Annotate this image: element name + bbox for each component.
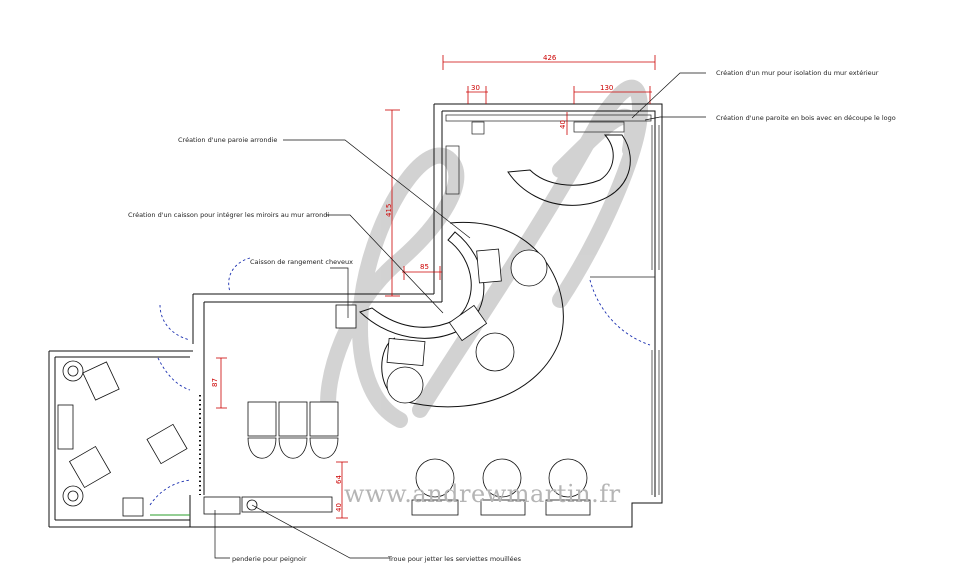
walls <box>48 103 663 528</box>
dim-height-64: 64 <box>335 475 343 484</box>
rounded-partition-top <box>507 134 631 206</box>
circular-area <box>381 221 564 408</box>
label-hair-storage: Caisson de rangement cheveux <box>250 258 353 266</box>
dim-small-30: 30 <box>471 84 480 92</box>
label-rounded-partition: Création d'une paroie arrondie <box>178 136 277 144</box>
label-wall-insulation: Création d'un mur pour isolation du mur … <box>716 69 879 77</box>
rounded-partition-corridor <box>359 231 485 339</box>
label-mirror-box: Création d'un caisson pour intégrer les … <box>128 211 329 219</box>
furniture <box>57 248 591 517</box>
label-towel-hole: Troue pour jetter les serviettes mouillé… <box>387 555 522 563</box>
dim-height-40-bottom: 40 <box>335 503 343 512</box>
label-hair-storage-text: Caisson de rangement cheveux <box>250 258 353 266</box>
dim-height-87: 87 <box>211 378 219 387</box>
watermark-text: www.andrewmartin.fr <box>344 480 621 508</box>
dim-top-width: 426 <box>543 54 557 62</box>
dim-right-130: 130 <box>600 84 613 92</box>
dim-width-85: 85 <box>420 263 429 271</box>
dimension-lines: 426 30 130 40 415 85 87 64 4 <box>211 54 656 519</box>
leader-lines <box>214 72 706 559</box>
dim-vertical-40: 40 <box>559 120 567 129</box>
doors <box>149 257 651 516</box>
dim-height-415: 415 <box>385 204 393 217</box>
label-coat-rack: penderie pour peignoir <box>232 555 307 563</box>
label-wood-partition-logo: Création d'une paroite en bois avec en d… <box>716 114 896 122</box>
